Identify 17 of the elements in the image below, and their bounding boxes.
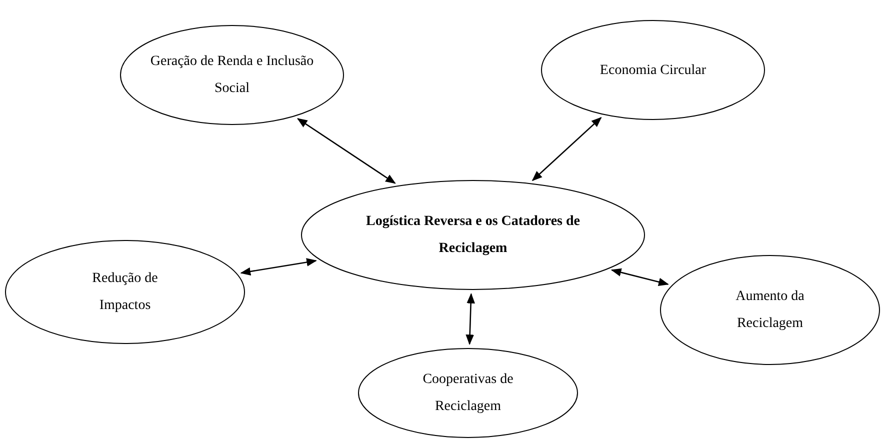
node-label: Geração de Renda e Inclusão Social [149, 53, 315, 98]
double-arrow [466, 292, 475, 346]
double-arrow [296, 118, 396, 184]
ellipse-node [541, 20, 765, 120]
double-arrow [240, 258, 317, 276]
ellipse-node [358, 348, 578, 438]
double-arrow [610, 268, 669, 286]
double-arrow [532, 116, 602, 182]
ellipse-node [120, 25, 344, 125]
node-label: Logística Reversa e os Catadores de Reciclagem [365, 213, 581, 258]
node-label: Aumento da Reciclagem [734, 288, 806, 333]
ellipse-node [660, 255, 880, 365]
node-label: Economia Circular [600, 62, 706, 80]
node-label: Cooperativas de Reciclagem [422, 371, 514, 416]
ellipse-node [5, 240, 245, 344]
node-label: Redução de Impactos [91, 270, 159, 315]
ellipse-node [301, 180, 645, 290]
